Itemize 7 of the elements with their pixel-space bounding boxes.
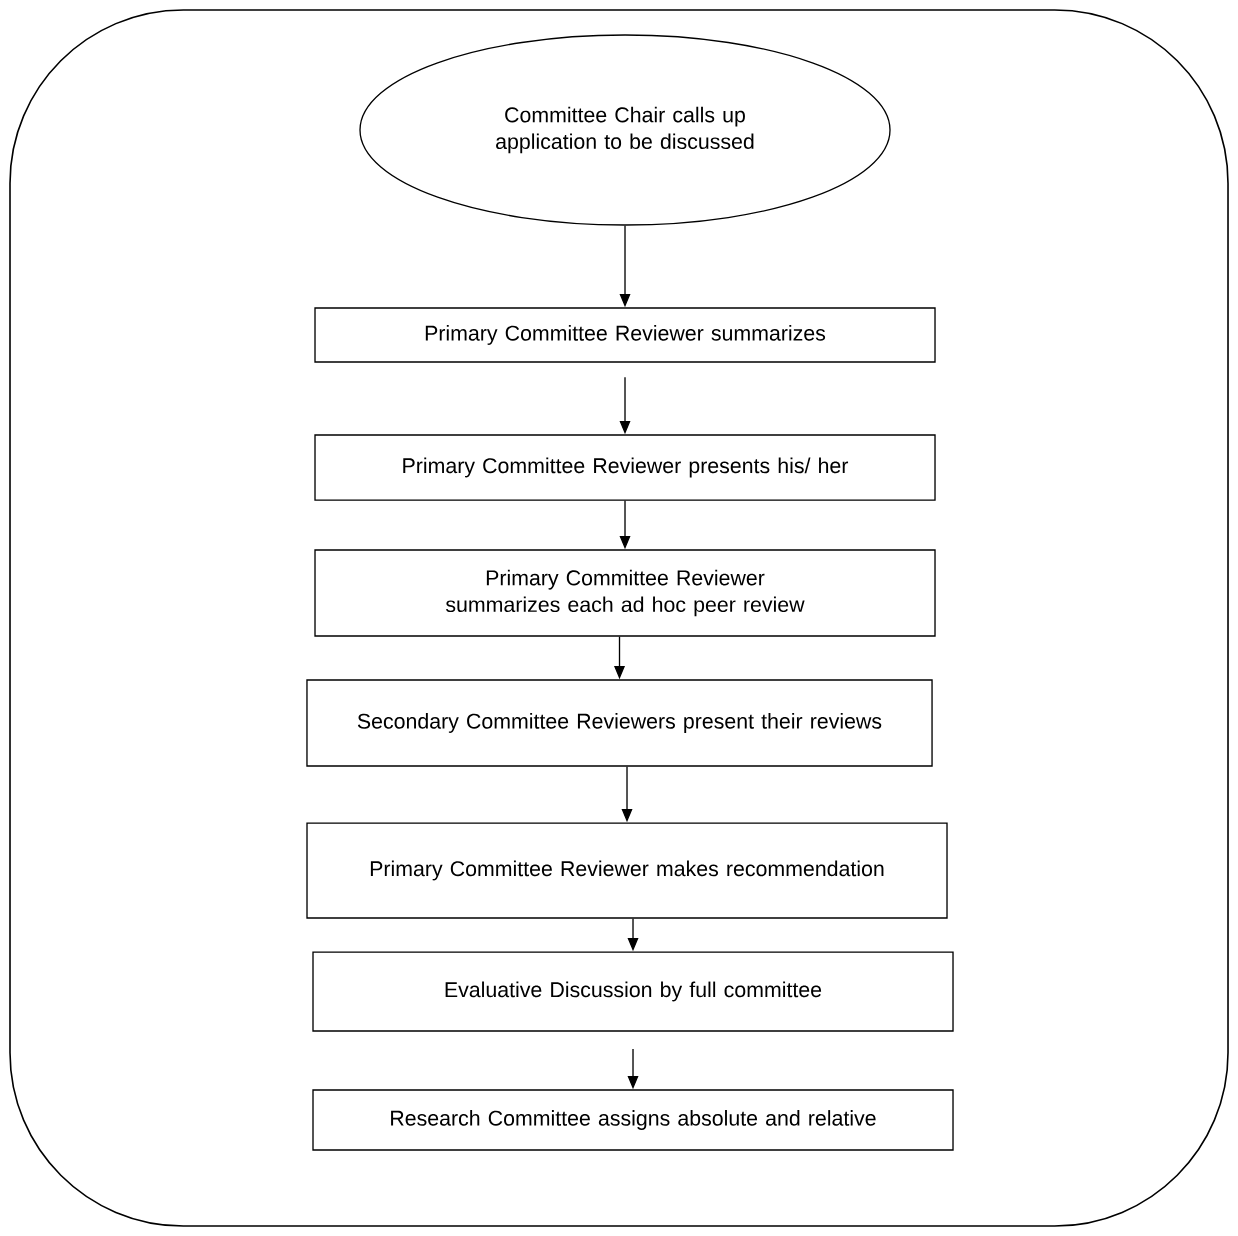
process-box: Primary Committee Reviewer summarizes [314, 307, 936, 363]
process-box: Primary Committee Reviewer summarizes each ad hoc peer review [314, 549, 936, 637]
process-box: Research Committee assigns absolute and relative [312, 1089, 954, 1151]
process-box: Secondary Committee Reviewers present their reviews [306, 679, 933, 767]
process-box: Primary Committee Reviewer makes recommendation [306, 822, 948, 919]
process-box: Evaluative Discussion by full committee [312, 951, 954, 1032]
process-box: Primary Committee Reviewer presents his/ her [314, 434, 936, 501]
